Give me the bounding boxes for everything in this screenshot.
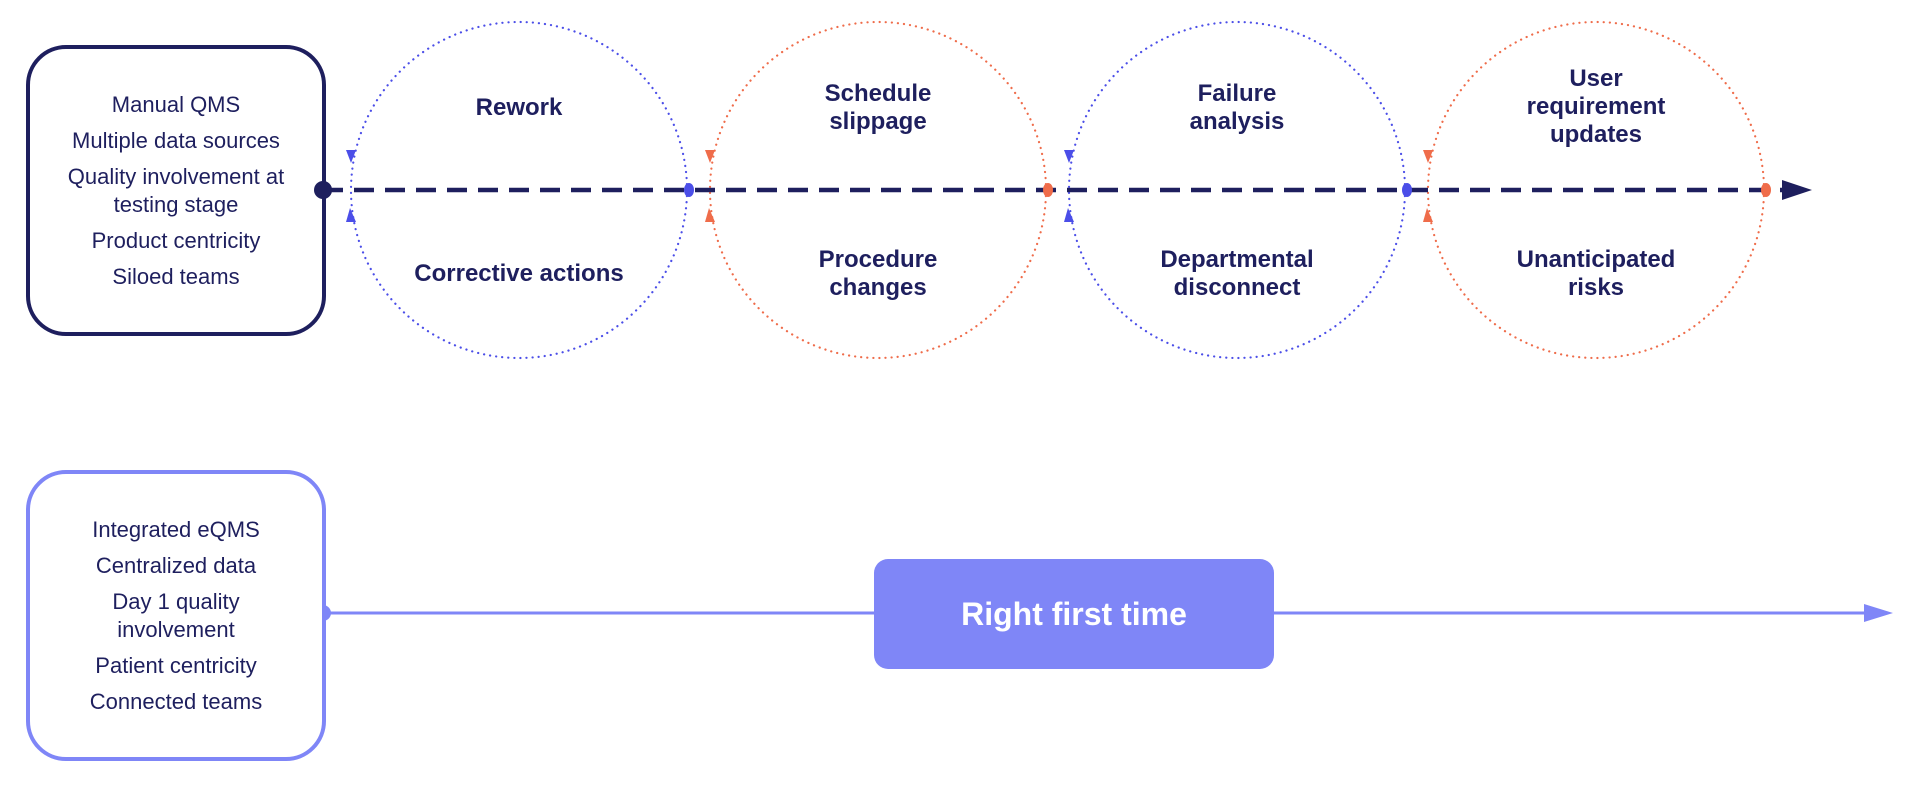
right-first-time-box: Right first time [874,559,1274,669]
improved-timeline-arrowhead [1864,604,1893,622]
current-item: Manual QMS [111,91,241,117]
improved-item: Connected teams [89,688,263,714]
cycle-3-arrowhead-top [1064,150,1074,163]
cycle-4-arrowhead-bottom [1423,208,1433,222]
cycle-2-arrowhead-bottom [705,208,715,222]
cycle-4-arrowhead-top [1423,150,1433,163]
cycle-4-top-label: User requirement updates [1526,65,1666,148]
cycle-1-top-label: Rework [475,94,563,121]
improved-item: Centralized data [95,552,257,578]
cycle-1-arrowhead-top [346,150,356,163]
cycle-2-top-label: Schedule slippage [824,80,932,135]
current-item: Product centricity [91,227,261,253]
cycle-4-bottom-label: Unanticipated risks [1516,246,1676,301]
cycle-1-arrowhead-bottom [346,208,356,222]
improved-item: Day 1 quality involvement [112,588,240,642]
cycle-3-top-label: Failure analysis [1189,80,1285,135]
current-item: Multiple data sources [72,127,280,153]
current-timeline-arrowhead [1782,180,1812,200]
current-item: Siloed teams [112,263,240,289]
junction-dot-1 [684,183,694,197]
cycle-2-arrowhead-top [705,150,715,163]
cycle-2-bottom-label: Procedure changes [818,246,938,301]
improved-item: Integrated eQMS [92,516,260,542]
junction-dot-3 [1402,183,1412,197]
junction-dot-2 [1043,183,1053,197]
junction-dot-4 [1761,183,1771,197]
cycle-3-arrowhead-bottom [1064,208,1074,222]
current-process-box: Manual QMS Multiple data sources Quality… [26,45,326,336]
improved-item: Patient centricity [95,652,257,678]
current-item: Quality involvement at testing stage [67,163,285,217]
cycle-1-bottom-label: Corrective actions [414,260,624,287]
improved-process-box: Integrated eQMS Centralized data Day 1 q… [26,470,326,761]
cycle-3-bottom-label: Departmental disconnect [1160,246,1314,301]
